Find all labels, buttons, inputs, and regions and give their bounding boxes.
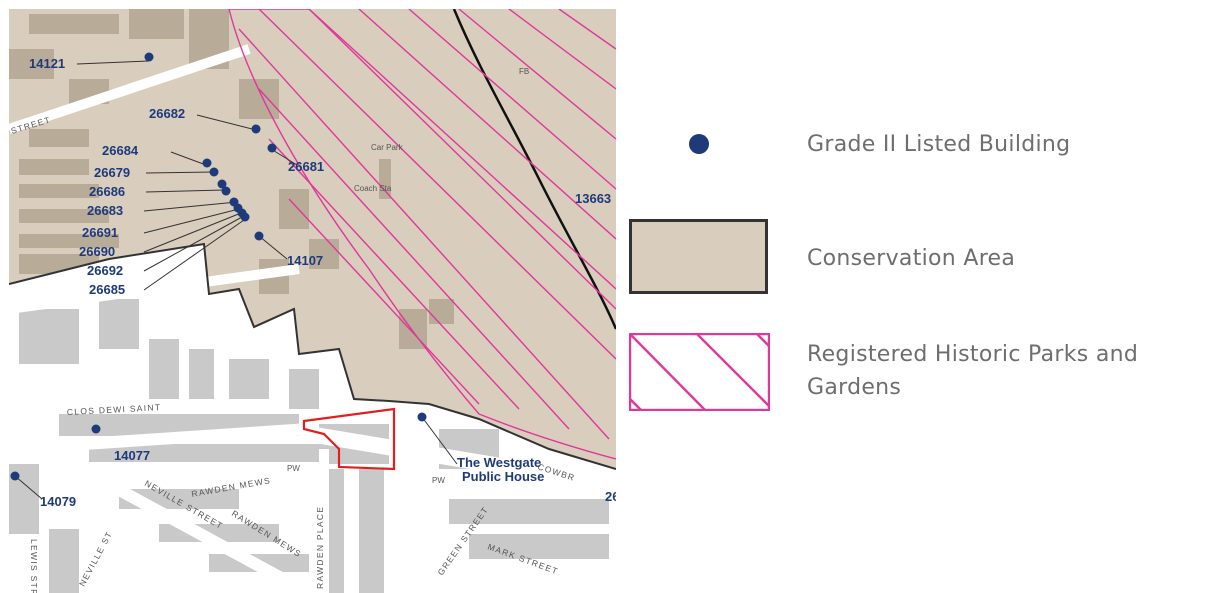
street-label: CLOS DEWI SAINT (67, 402, 162, 417)
pw-label: PW (432, 476, 445, 485)
building-label: 26692 (87, 263, 123, 278)
filled-rectangle-icon (629, 219, 768, 294)
conservation-border (9, 242, 616, 470)
building-label: 26691 (82, 225, 118, 240)
railway-line (452, 9, 616, 330)
building-label: 26685 (89, 282, 125, 297)
building-label: 26686 (89, 184, 125, 199)
pub-label-line1: The Westgate (457, 455, 541, 470)
building-label: 14121 (29, 56, 65, 71)
map-panel[interactable]: 14121 26682 26684 26681 26679 26686 2668… (9, 9, 616, 593)
coach-station-label: Coach Sta (354, 184, 392, 193)
site-boundary (302, 407, 396, 471)
car-park-label: Car Park (371, 143, 404, 152)
legend-label-historic-parks-line2: Gardens (807, 375, 902, 400)
footbridge-label: FB (519, 67, 529, 76)
outside-buildings (9, 299, 609, 593)
building-label: 26681 (288, 159, 324, 174)
building-label: 14107 (287, 253, 323, 268)
map-canvas: 14121 26682 26684 26681 26679 26686 2668… (9, 9, 616, 593)
pub-label-line2: Public House (462, 469, 544, 484)
building-label: 14079 (40, 494, 76, 509)
street-label: RAWDEN PLACE (315, 506, 325, 589)
street-label: LEWIS STREE (29, 539, 39, 593)
listed-building-dots (10, 52, 427, 481)
building-label: 26683 (87, 203, 123, 218)
hatched-rectangle-icon (629, 333, 770, 411)
dot-icon (689, 134, 709, 154)
building-label: 26682 (149, 106, 185, 121)
building-label: 26679 (94, 165, 130, 180)
legend-label-conservation-area: Conservation Area (807, 246, 1016, 271)
historic-park-hatch (228, 9, 616, 460)
legend-label-listed-building: Grade II Listed Building (807, 132, 1071, 157)
legend-label-historic-parks-line1: Registered Historic Parks and (807, 342, 1139, 367)
building-label: 26 (605, 489, 616, 504)
map-legend: Grade II Listed Building Conservation Ar… (620, 0, 1205, 593)
building-label: 14077 (114, 448, 150, 463)
building-label: 26684 (102, 143, 139, 158)
pw-label: PW (287, 464, 300, 473)
building-label: 13663 (575, 191, 611, 206)
building-label: 26690 (79, 244, 115, 259)
